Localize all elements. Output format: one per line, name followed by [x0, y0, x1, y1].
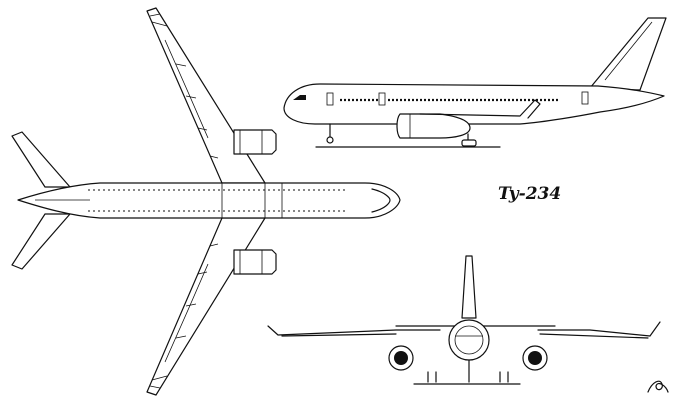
signature-mark — [647, 380, 669, 393]
top-view-stabilizer-lower — [11, 213, 71, 270]
top-view-upper-wing — [146, 7, 266, 184]
front-view-vertical-tail — [461, 255, 477, 319]
top-view-lower-wing — [146, 217, 266, 396]
side-view-fuselage — [283, 83, 665, 125]
top-view — [11, 7, 401, 396]
side-view-vertical-tail — [589, 17, 667, 91]
front-view-wing — [267, 321, 661, 337]
front-view — [267, 255, 661, 385]
side-view-engine — [396, 113, 471, 139]
side-view — [283, 17, 667, 148]
top-view-stabilizer-upper — [11, 131, 71, 188]
top-view-fuselage — [17, 182, 401, 219]
aircraft-title: Ty-234 — [498, 184, 562, 204]
top-view-engine-lower — [233, 249, 277, 275]
top-view-engine-upper — [233, 129, 277, 155]
